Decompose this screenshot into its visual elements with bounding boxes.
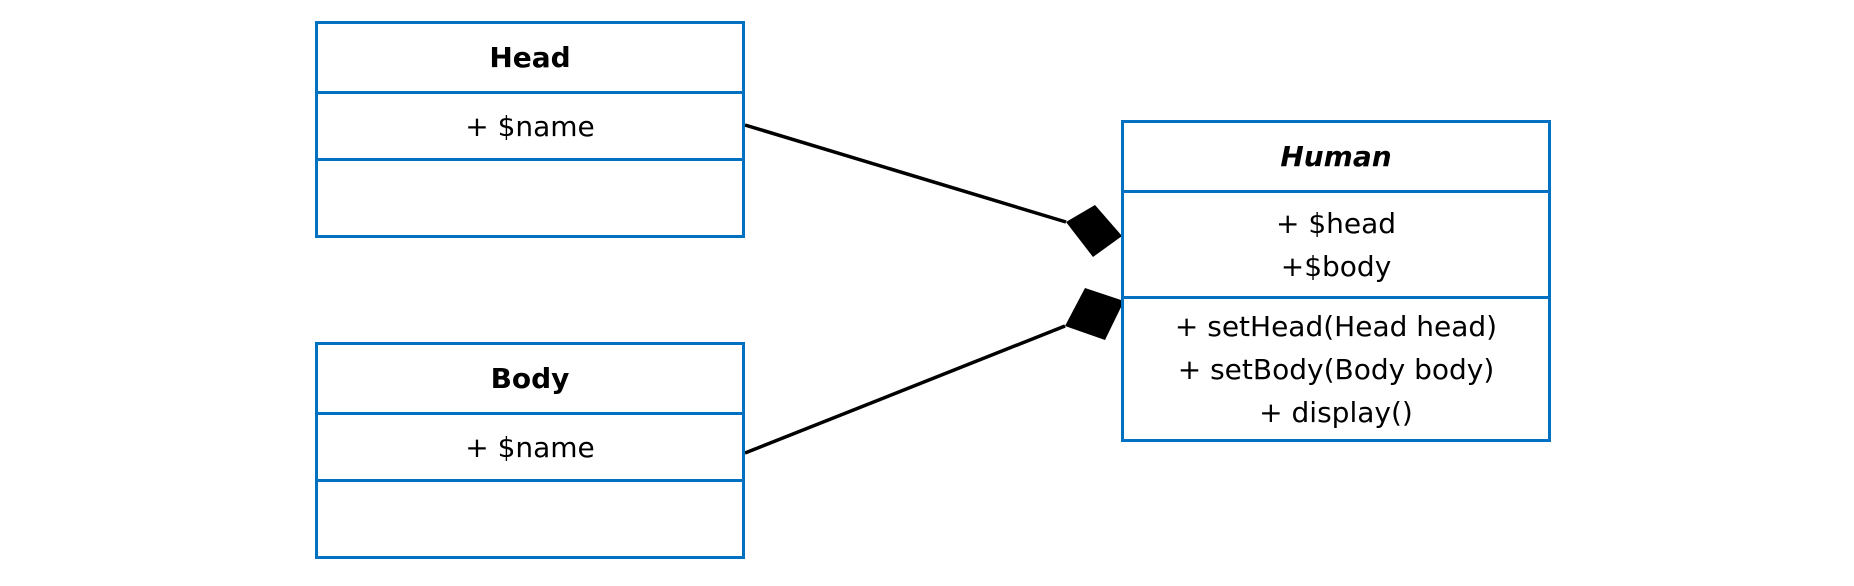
class-human-method-sethead: + setHead(Head head) (1174, 309, 1498, 343)
class-body-name: Body (490, 362, 570, 395)
class-human[interactable]: Human + $head +$body + setHead(Head head… (1121, 120, 1551, 442)
class-human-attribute-body: +$body (1280, 249, 1392, 283)
composition-diamond-body-human (1065, 288, 1124, 340)
composition-line-head-human (744, 123, 1067, 224)
class-head-attribute: + $name (465, 109, 595, 143)
class-body-attributes: + $name (318, 412, 742, 479)
class-head-name-section: Head (318, 24, 742, 91)
composition-line-body-human (744, 324, 1066, 455)
class-body-name-section: Body (318, 345, 742, 412)
class-human-attribute-head: + $head (1275, 206, 1397, 240)
class-head-methods (318, 158, 742, 235)
class-head-attributes: + $name (318, 91, 742, 158)
composition-diamond-head-human (1066, 205, 1122, 257)
class-human-methods: + setHead(Head head) + setBody(Body body… (1124, 296, 1548, 439)
class-human-method-display: + display() (1259, 395, 1413, 429)
class-body[interactable]: Body + $name (315, 342, 745, 559)
class-human-name: Human (1280, 140, 1392, 173)
class-human-method-setbody: + setBody(Body body) (1177, 352, 1495, 386)
class-head-name: Head (489, 41, 571, 74)
class-body-methods (318, 479, 742, 556)
class-human-attributes: + $head +$body (1124, 190, 1548, 296)
class-human-name-section: Human (1124, 123, 1548, 190)
class-head[interactable]: Head + $name (315, 21, 745, 238)
class-body-attribute: + $name (465, 430, 595, 464)
